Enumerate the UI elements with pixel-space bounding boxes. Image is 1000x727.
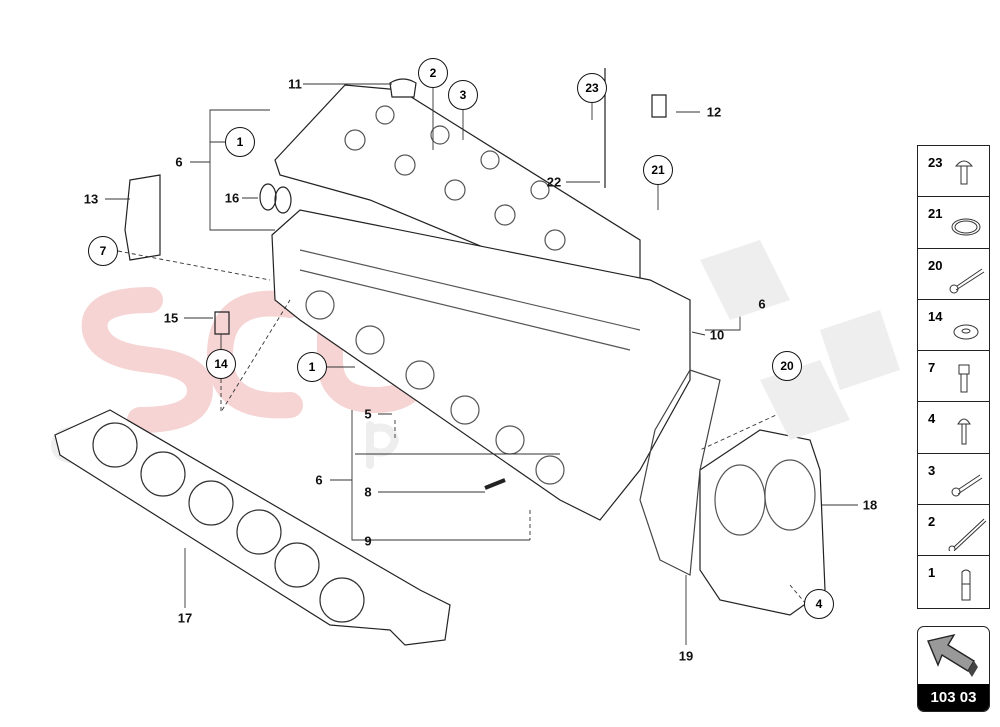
legend-item: 7 (918, 351, 989, 403)
button-head-bolt-icon (954, 160, 974, 185)
callout-7: 7 (88, 236, 118, 266)
callout-20: 20 (772, 351, 802, 381)
fastener-legend: 23 21 20 14 7 4 3 2 1 (917, 145, 990, 609)
callout-17: 17 (177, 610, 193, 626)
callout-14: 14 (206, 349, 236, 379)
legend-item: 2 (918, 505, 989, 557)
callout-6: 6 (175, 154, 183, 170)
callout-11: 11 (288, 76, 302, 92)
callout-1: 1 (225, 127, 255, 157)
callout-23: 23 (577, 73, 607, 103)
timing-gasket (639, 369, 721, 576)
callout-16: 16 (224, 190, 240, 206)
legend-item: 20 (918, 249, 989, 300)
callout-13: 13 (83, 191, 99, 207)
callout-5: 5 (364, 406, 372, 422)
head-gasket (54, 409, 451, 646)
arrow-back-icon (927, 633, 978, 677)
page-nav-button[interactable]: 103 03 (917, 626, 990, 712)
legend-item: 23 (918, 146, 989, 198)
callout-6: 6 (315, 472, 323, 488)
dowel-pin-icon (961, 569, 971, 601)
callout-2: 2 (418, 58, 448, 88)
callout-4: 4 (804, 589, 834, 619)
cylinder-head (271, 209, 691, 521)
callout-1: 1 (297, 352, 327, 382)
legend-item: 1 (918, 556, 989, 607)
page-code: 103 03 (918, 684, 989, 711)
callout-8: 8 (364, 484, 372, 500)
stud-bolt-icon (951, 474, 983, 497)
callout-22: 22 (546, 174, 562, 190)
callout-18: 18 (862, 497, 878, 513)
legend-item: 4 (918, 402, 989, 454)
button-head-screw-icon (957, 418, 971, 445)
callout-19: 19 (678, 648, 694, 664)
callout-12: 12 (706, 104, 722, 120)
long-stud-icon (948, 518, 987, 552)
legend-item: 14 (918, 300, 989, 352)
callout-3: 3 (448, 80, 478, 110)
washer-icon (953, 324, 979, 340)
callout-9: 9 (364, 533, 372, 549)
seal-ring-icon (951, 218, 981, 236)
callout-15: 15 (163, 310, 179, 326)
legend-item: 3 (918, 454, 989, 506)
callout-21: 21 (643, 155, 673, 185)
legend-item: 21 (918, 197, 989, 249)
long-bolt-icon (949, 268, 985, 294)
socket-head-screw-icon (958, 364, 970, 393)
callout-10: 10 (709, 327, 725, 343)
callout-6: 6 (758, 296, 766, 312)
